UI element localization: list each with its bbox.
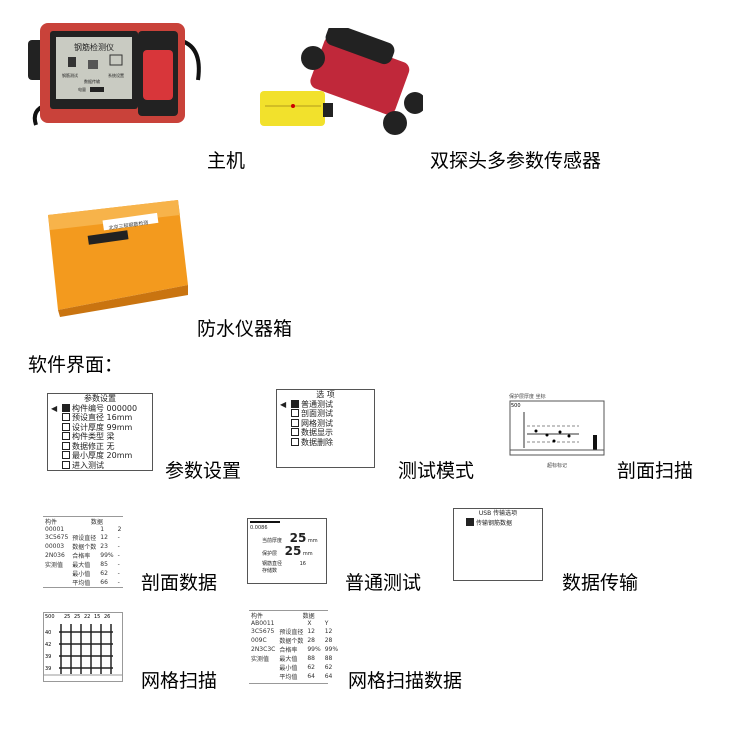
option-row[interactable]: ◀普通测试: [280, 399, 333, 409]
caption-sensor: 双探头多参数传感器: [430, 150, 602, 172]
screen-title: 参数设置: [84, 394, 116, 403]
svg-text:数据传输: 数据传输: [84, 78, 100, 84]
option-row[interactable]: 剖面测试: [277, 409, 374, 419]
checkbox: [62, 413, 70, 421]
option-row[interactable]: 数据修正 无: [48, 441, 152, 452]
grid-left-label: 39: [45, 654, 51, 660]
selection-arrow-icon: ◀: [280, 399, 287, 409]
checkbox: [62, 441, 70, 450]
option-row[interactable]: 最小厚度 20mm: [48, 451, 152, 461]
caption-host: 主机: [207, 150, 246, 172]
svg-text:电量: 电量: [78, 86, 86, 92]
usb-transfer-screen: USB 传输选项 传输钢筋数据: [453, 508, 543, 581]
host-device-image: 钢筋检测仪 钢筋测试 数据传输 系统设置 电量: [28, 23, 201, 126]
caption-usb: 数据传输: [562, 572, 639, 594]
svg-text:500: 500: [45, 614, 55, 620]
grid-left-label: 40: [45, 630, 51, 636]
grid-left-label: 42: [45, 642, 51, 648]
checkbox: [62, 432, 70, 440]
option-row[interactable]: 数据删除: [277, 437, 374, 448]
checkbox: [291, 428, 299, 436]
caption-profile-scan: 剖面扫描: [617, 460, 694, 482]
svg-text:钢筋测试: 钢筋测试: [62, 72, 78, 78]
svg-text:系统设置: 系统设置: [108, 72, 124, 78]
mode-screen: 选 项 ◀普通测试剖面测试网格测试数据显示数据删除: [276, 389, 375, 468]
checkbox: [291, 418, 299, 427]
caption-params: 参数设置: [165, 460, 242, 482]
selection-arrow-icon: ◀: [51, 403, 58, 413]
checkbox: [291, 437, 299, 446]
option-row[interactable]: 设计厚度 99mm: [48, 422, 152, 433]
caption-case: 防水仪器箱: [197, 318, 293, 340]
caption-normal-test: 普通测试: [345, 572, 422, 594]
option-row[interactable]: 进入测试: [48, 460, 152, 471]
profile-scan-screen: 保护层厚度 坐标 500 超标标记: [509, 393, 605, 473]
grid-top-label: 25: [64, 614, 70, 620]
checkbox: [62, 451, 70, 459]
grid-top-label: 15: [94, 614, 100, 620]
caption-grid-scan: 网格扫描: [141, 670, 218, 692]
option-row[interactable]: ◀构件编号 000000: [51, 403, 138, 413]
reading-row: 当前厚度 25 mm: [262, 531, 318, 545]
reading-row: 保护层 25 mm: [262, 544, 313, 558]
grid-left-label: 39: [45, 666, 51, 672]
dual-probe-sensor-image: [260, 28, 423, 135]
grid-scan-screen: 500 25 25 22 15 26 40 42 39 39: [43, 612, 123, 682]
option-row[interactable]: 构件类型 梁: [48, 432, 152, 442]
svg-text:钢筋检测仪: 钢筋检测仪: [74, 42, 114, 52]
grid-top-label: 26: [104, 614, 110, 620]
caption-profile-data: 剖面数据: [141, 572, 218, 594]
caption-mode: 测试模式: [398, 460, 475, 482]
screen-title: 选 项: [316, 390, 335, 399]
option-row[interactable]: 预设直径 16mm: [48, 413, 152, 423]
waterproof-case-image: 北京三和钢筋检测: [48, 200, 188, 317]
grid-top-label: 22: [84, 614, 90, 620]
checkbox: [62, 422, 70, 431]
section-title: 软件界面：: [28, 354, 124, 376]
option-row[interactable]: 网格测试: [277, 418, 374, 429]
option-row[interactable]: 数据显示: [277, 428, 374, 438]
checkbox: [62, 460, 70, 469]
checkbox: [291, 409, 299, 417]
checkbox: [291, 399, 299, 408]
svg-text:500: 500: [511, 403, 521, 409]
checkbox: [466, 518, 474, 526]
checkbox: [62, 403, 70, 412]
grid-top-label: 25: [74, 614, 80, 620]
caption-grid-data: 网格扫描数据: [348, 670, 463, 692]
